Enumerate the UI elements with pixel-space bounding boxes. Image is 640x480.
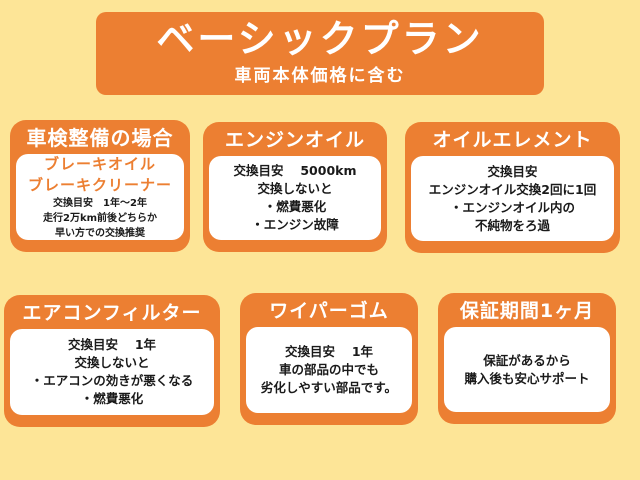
body-line: 交換目安 1年 bbox=[67, 337, 157, 352]
body-line: 交換目安 5000km bbox=[233, 163, 357, 178]
card-body: 交換目安 エンジンオイル交換2回に1回 ・エンジンオイル内の 不純物をろ過 bbox=[411, 156, 614, 241]
card-title: 保証期間1ヶ月 bbox=[459, 300, 595, 322]
card-body: 交換目安 5000km 交換しないと ・燃費悪化 ・エンジン故障 bbox=[209, 156, 381, 240]
card-title: エンジンオイル bbox=[224, 129, 365, 151]
card-inspection-maintenance: 車検整備の場合 ブレーキオイル ブレーキクリーナー 交換目安 1年〜2年 走行2… bbox=[10, 120, 190, 252]
card-title: ワイパーゴム bbox=[269, 300, 389, 322]
card-title: オイルエレメント bbox=[432, 129, 593, 151]
body-line: 走行2万km前後どちらか bbox=[42, 212, 158, 224]
card-body: 保証があるから 購入後も安心サポート bbox=[444, 327, 610, 412]
body-line: 早い方での交換推奨 bbox=[55, 227, 145, 239]
card-title: 車検整備の場合 bbox=[26, 126, 174, 150]
card-engine-oil: エンジンオイル 交換目安 5000km 交換しないと ・燃費悪化 ・エンジン故障 bbox=[203, 122, 387, 252]
body-line: 購入後も安心サポート bbox=[464, 370, 590, 386]
card-oil-element: オイルエレメント 交換目安 エンジンオイル交換2回に1回 ・エンジンオイル内の … bbox=[405, 122, 620, 253]
card-body: 交換目安 1年 車の部品の中でも 劣化しやすい部品です。 bbox=[246, 327, 412, 413]
body-line: ・エンジンオイル内の bbox=[449, 199, 575, 215]
card-body: 交換目安 1年 交換しないと ・エアコンの効きが悪くなる ・燃費悪化 bbox=[10, 329, 214, 415]
body-line: 保証があるから bbox=[483, 352, 571, 368]
highlight-line: ブレーキクリーナー bbox=[27, 175, 172, 194]
plan-subtitle: 車両本体価格に含む bbox=[234, 66, 406, 86]
body-line: 交換しないと bbox=[74, 355, 150, 370]
body-line: 車の部品の中でも bbox=[278, 362, 379, 377]
body-line: 劣化しやすい部品です。 bbox=[260, 380, 398, 395]
card-air-filter: エアコンフィルター 交換目安 1年 交換しないと ・エアコンの効きが悪くなる ・… bbox=[4, 295, 220, 427]
plan-title: ベーシックプラン bbox=[156, 17, 484, 61]
body-line: ・エアコンの効きが悪くなる bbox=[30, 373, 194, 388]
body-line: 交換しないと bbox=[257, 181, 333, 196]
body-line: ・燃費悪化 bbox=[263, 199, 327, 214]
card-body: ブレーキオイル ブレーキクリーナー 交換目安 1年〜2年 走行2万km前後どちら… bbox=[16, 154, 184, 240]
body-line: ・燃費悪化 bbox=[80, 391, 144, 406]
body-line: 交換目安 1年〜2年 bbox=[53, 197, 147, 209]
body-line: 不純物をろ過 bbox=[474, 217, 550, 233]
body-line: ・エンジン故障 bbox=[251, 217, 339, 232]
plan-banner: ベーシックプラン 車両本体価格に含む bbox=[96, 12, 544, 95]
body-line: エンジンオイル交換2回に1回 bbox=[428, 181, 597, 197]
card-warranty: 保証期間1ヶ月 保証があるから 購入後も安心サポート bbox=[438, 293, 616, 424]
highlight-line: ブレーキオイル bbox=[43, 154, 156, 173]
card-wiper-rubber: ワイパーゴム 交換目安 1年 車の部品の中でも 劣化しやすい部品です。 bbox=[240, 293, 418, 425]
body-line: 交換目安 bbox=[487, 163, 538, 179]
body-line: 交換目安 1年 bbox=[284, 344, 374, 359]
card-title: エアコンフィルター bbox=[22, 302, 202, 324]
